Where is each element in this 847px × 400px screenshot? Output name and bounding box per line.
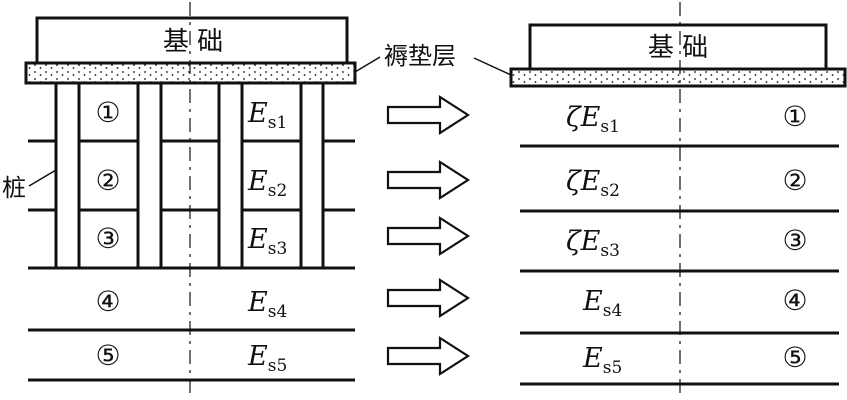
- right-foundation-label: 基 础: [648, 33, 708, 63]
- right-model: 基 础 ζEs1 ① ζEs2 ② ζEs3 ③ Es4 ④ Es5 ⑤: [509, 2, 847, 398]
- layer-modulus: ζEs1: [566, 102, 620, 137]
- cushion-leader-line-right: [473, 57, 512, 76]
- layer-number: ②: [95, 164, 120, 197]
- arrow-right-icon: [386, 94, 471, 136]
- arrows: [386, 94, 471, 377]
- layer-number: ⑤: [95, 339, 120, 372]
- right-cushion-layer: [509, 67, 847, 88]
- left-piles: [54, 83, 325, 268]
- layer-modulus: ζEs2: [566, 166, 620, 201]
- arrow-right-icon: [386, 277, 471, 319]
- left-foundation-label: 基 础: [163, 27, 223, 57]
- left-layer-labels: ① Es1 ② Es2 ③ Es3 ④ Es4 ⑤ Es5: [95, 96, 287, 376]
- pile-leader-line: [28, 169, 57, 187]
- layer-number: ②: [782, 164, 807, 197]
- layer-modulus: Es4: [247, 287, 287, 322]
- layer-number: ①: [95, 96, 120, 129]
- layer-number: ①: [782, 100, 807, 133]
- right-foundation: [528, 23, 828, 71]
- layer-modulus: ζEs3: [566, 226, 620, 261]
- arrow-right-icon: [386, 335, 471, 377]
- arrow-right-icon: [386, 215, 471, 257]
- cushion-leader-line: [354, 56, 381, 73]
- arrow-right-icon: [386, 159, 471, 201]
- layer-modulus: Es4: [582, 286, 622, 321]
- layer-modulus: Es2: [247, 166, 287, 201]
- layer-modulus: Es3: [247, 224, 287, 259]
- layer-number: ④: [95, 285, 120, 318]
- pile-label: 桩: [2, 174, 26, 202]
- layer-number: ③: [95, 222, 120, 255]
- left-layer-boundaries: [28, 139, 355, 382]
- layer-number: ③: [782, 224, 807, 257]
- left-model: 基 础: [2, 2, 512, 398]
- layer-modulus: Es1: [247, 98, 287, 133]
- layer-modulus: Es5: [247, 341, 287, 376]
- layer-number: ⑤: [782, 341, 807, 374]
- cushion-label: 褥垫层: [384, 42, 456, 70]
- layer-modulus: Es5: [582, 343, 622, 378]
- right-layer-labels: ζEs1 ① ζEs2 ② ζEs3 ③ Es4 ④ Es5 ⑤: [566, 100, 808, 378]
- layer-number: ④: [782, 284, 807, 317]
- left-foundation: [35, 16, 349, 65]
